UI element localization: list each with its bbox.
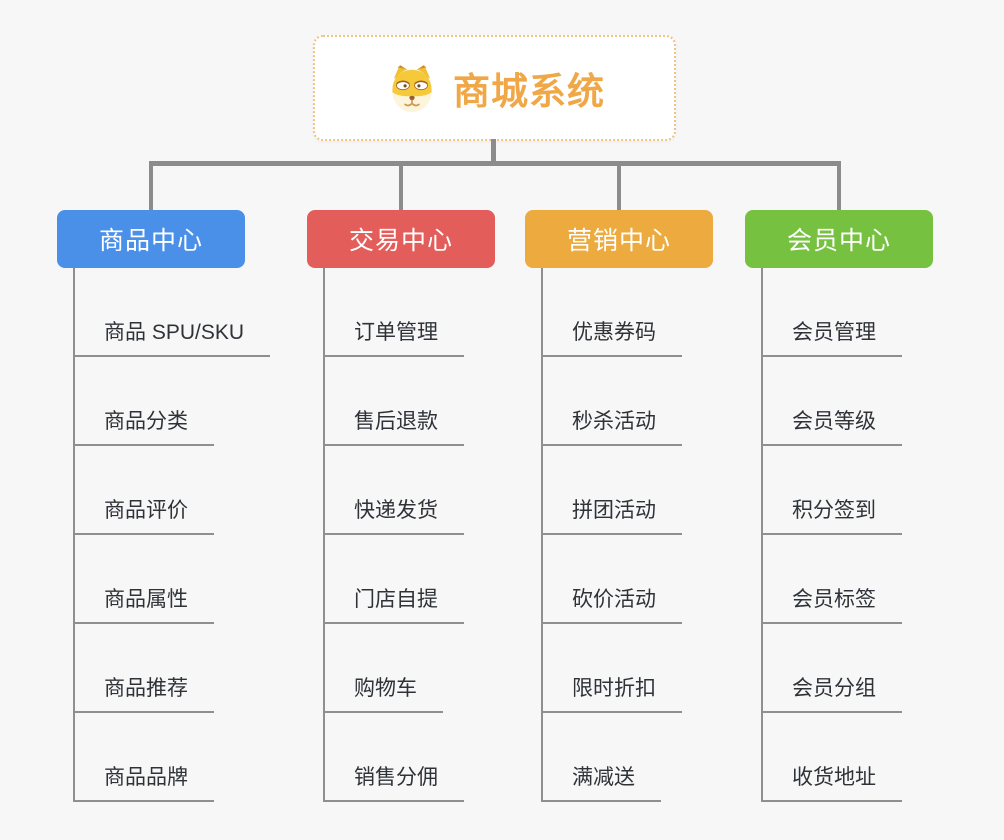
child-topic[interactable]: 商品分类 xyxy=(73,404,214,446)
child-topic[interactable]: 商品属性 xyxy=(73,582,214,624)
child-topic[interactable]: 门店自提 xyxy=(323,582,464,624)
child-topic[interactable]: 商品推荐 xyxy=(73,671,214,713)
branch-rail xyxy=(323,268,325,802)
child-topic[interactable]: 秒杀活动 xyxy=(541,404,682,446)
branch-connector-hline xyxy=(149,161,841,166)
root-topic-label: 商城系统 xyxy=(453,71,605,112)
branch-rail xyxy=(73,268,75,802)
child-topic[interactable]: 商品评价 xyxy=(73,493,214,535)
child-topic[interactable]: 会员标签 xyxy=(761,582,902,624)
child-topic[interactable]: 订单管理 xyxy=(323,315,464,357)
root-connector-stub xyxy=(491,139,496,166)
branch-rail xyxy=(541,268,543,802)
child-topic[interactable]: 会员等级 xyxy=(761,404,902,446)
branch-topic-0[interactable]: 商品中心 xyxy=(57,210,245,268)
child-topic[interactable]: 收货地址 xyxy=(761,760,902,802)
child-topic[interactable]: 会员分组 xyxy=(761,671,902,713)
branch-connector-drop xyxy=(149,161,153,210)
branch-rail xyxy=(761,268,763,802)
child-topic[interactable]: 拼团活动 xyxy=(541,493,682,535)
child-topic[interactable]: 砍价活动 xyxy=(541,582,682,624)
branch-connector-drop xyxy=(617,161,621,210)
child-topic[interactable]: 满减送 xyxy=(541,760,661,802)
branch-topic-3[interactable]: 会员中心 xyxy=(745,210,933,268)
shiba-dog-icon xyxy=(384,63,440,113)
child-topic[interactable]: 商品品牌 xyxy=(73,760,214,802)
root-topic[interactable]: 商城系统 xyxy=(313,35,676,141)
branch-connector-drop xyxy=(837,161,841,210)
child-topic[interactable]: 优惠券码 xyxy=(541,315,682,357)
branch-connector-drop xyxy=(399,161,403,210)
child-topic[interactable]: 售后退款 xyxy=(323,404,464,446)
child-topic[interactable]: 会员管理 xyxy=(761,315,902,357)
child-topic[interactable]: 限时折扣 xyxy=(541,671,682,713)
child-topic[interactable]: 商品 SPU/SKU xyxy=(73,315,271,357)
branch-topic-2[interactable]: 营销中心 xyxy=(525,210,713,268)
child-topic[interactable]: 销售分佣 xyxy=(323,760,464,802)
branch-topic-1[interactable]: 交易中心 xyxy=(307,210,495,268)
child-topic[interactable]: 购物车 xyxy=(323,671,443,713)
child-topic[interactable]: 快递发货 xyxy=(323,493,464,535)
child-topic[interactable]: 积分签到 xyxy=(761,493,902,535)
